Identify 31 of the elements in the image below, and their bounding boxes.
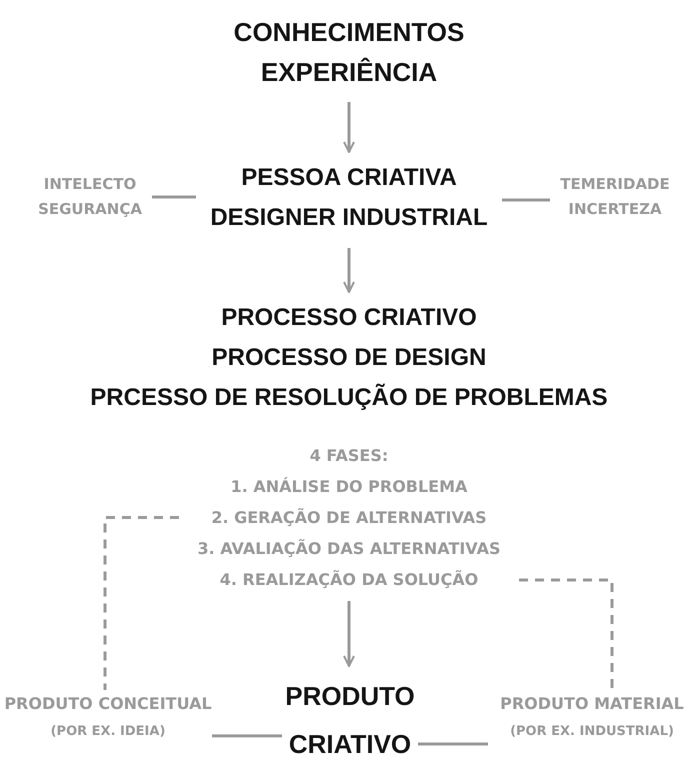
heading-text: DESIGNER INDUSTRIAL: [209, 203, 489, 233]
handwritten-note: 4 FASES:: [308, 445, 390, 467]
handwritten-note: (POR EX. IDEIA): [50, 723, 166, 741]
dashed-connector: [104, 516, 179, 690]
handwritten-note: INCERTEZA: [567, 199, 663, 220]
arrow: [343, 102, 355, 153]
handwritten-note: TEMERIDADE: [559, 174, 671, 195]
handwritten-note: (POR EX. INDUSTRIAL): [509, 723, 675, 741]
heading-text: EXPERIÊNCIA: [260, 56, 438, 89]
heading-text: CRIATIVO: [288, 728, 412, 761]
heading-text: PROCESSO CRIATIVO: [220, 303, 478, 333]
connector-line: [502, 198, 550, 202]
heading-text: PRODUTO: [284, 680, 416, 713]
heading-text: PRCESSO DE RESOLUÇÃO DE PROBLEMAS: [89, 382, 609, 413]
handwritten-note: PRODUTO CONCEITUAL: [4, 693, 212, 715]
heading-text: PESSOA CRIATIVA: [240, 163, 458, 193]
connector-line: [418, 742, 488, 746]
connector-line: [212, 734, 282, 738]
arrow: [343, 248, 355, 293]
heading-text: CONHECIMENTOS: [232, 16, 466, 49]
handwritten-note: INTELECTO: [42, 174, 138, 195]
connector-line: [152, 196, 196, 198]
handwritten-note: 1. ANÁLISE DO PROBLEMA: [230, 476, 468, 498]
handwritten-note: 3. AVALIAÇÃO DAS ALTERNATIVAS: [196, 538, 502, 560]
handwritten-note: SEGURANÇA: [37, 199, 143, 220]
arrow: [343, 601, 355, 667]
dashed-connector: [519, 578, 614, 690]
handwritten-note: 4. REALIZAÇÃO DA SOLUÇÃO: [218, 569, 480, 591]
handwritten-note: PRODUTO MATERIAL: [499, 693, 685, 715]
heading-text: PROCESSO DE DESIGN: [210, 343, 488, 373]
handwritten-note: 2. GERAÇÃO DE ALTERNATIVAS: [210, 507, 488, 529]
